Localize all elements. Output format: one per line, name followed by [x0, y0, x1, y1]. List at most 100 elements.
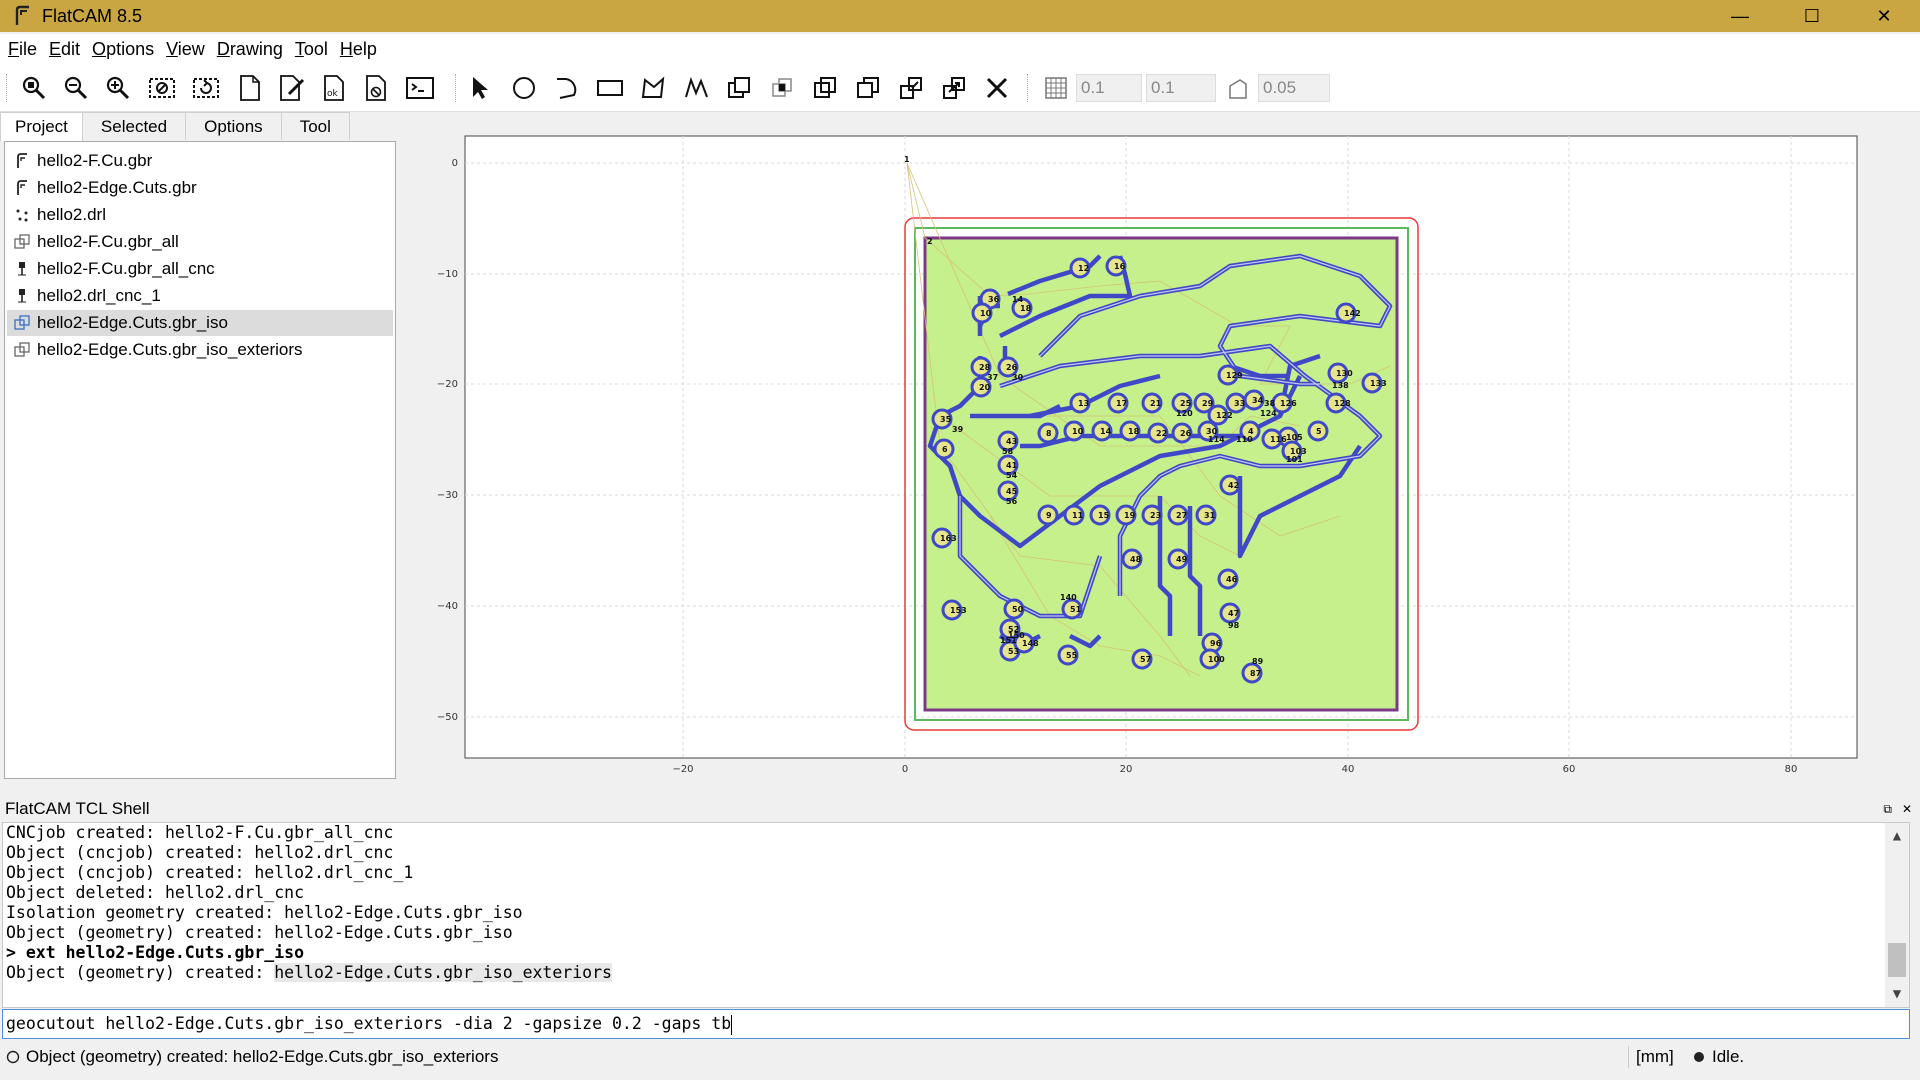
plot-canvas[interactable]: −20 0 20 40 60 80 0 −10 −20 −30 −40 −50 [400, 116, 1920, 788]
tab-tool[interactable]: Tool [280, 112, 350, 140]
menu-options[interactable]: Options [92, 39, 155, 59]
maximize-button[interactable]: ☐ [1803, 5, 1821, 26]
replot-icon [193, 78, 219, 98]
snap-max-input[interactable]: 0.05 [1258, 74, 1330, 102]
pad [1241, 662, 1263, 684]
union-tool-button[interactable] [723, 72, 755, 104]
move-tool-button[interactable] [938, 72, 970, 104]
drill-label: 53 [1008, 647, 1019, 656]
update-geometry-button[interactable]: ok [318, 72, 350, 104]
shell-button[interactable] [404, 72, 436, 104]
drill-label: 116 [1270, 435, 1287, 444]
zoom-out-icon [64, 76, 88, 100]
drill-label: 120 [1176, 409, 1193, 418]
project-item[interactable]: hello2.drl [7, 202, 393, 228]
drill-label: 28 [979, 363, 991, 372]
project-item[interactable]: hello2-F.Cu.gbr_all [7, 229, 393, 255]
tab-options[interactable]: Options [185, 112, 282, 140]
edit-geometry-button[interactable] [276, 72, 308, 104]
drill-label: 4 [1248, 427, 1254, 436]
project-item-label: hello2-Edge.Cuts.gbr [37, 178, 197, 197]
project-item-label: hello2-Edge.Cuts.gbr_iso [37, 313, 228, 332]
zoom-out-button[interactable] [60, 72, 92, 104]
scroll-thumb[interactable] [1888, 943, 1906, 977]
pad [1217, 568, 1239, 590]
zoom-in-icon [106, 76, 130, 100]
delete-object-button[interactable] [360, 72, 392, 104]
shell-scrollbar[interactable]: ▲ ▼ [1885, 823, 1909, 1007]
scroll-up-icon[interactable]: ▲ [1892, 828, 1902, 844]
copy-tool-button[interactable] [895, 72, 927, 104]
menu-help[interactable]: Help [339, 39, 377, 59]
grid-snap-button[interactable] [1040, 72, 1072, 104]
drill-label: 153 [950, 606, 967, 615]
pad [1011, 297, 1033, 319]
menu-file[interactable]: File [8, 39, 38, 59]
pad [1199, 648, 1221, 670]
grid-y-input[interactable]: 0.1 [1146, 74, 1216, 102]
tab-selected[interactable]: Selected [81, 112, 187, 140]
replot-button[interactable] [190, 72, 222, 104]
delete-shape-button[interactable] [981, 72, 1013, 104]
drill-label: 14 [1100, 427, 1112, 436]
close-shell-button[interactable]: ✕ [1901, 801, 1912, 816]
log-line: CNCjob created: hello2-F.Cu.gbr_all_cnc [6, 823, 394, 842]
intersection-tool-button[interactable] [766, 72, 798, 104]
snap-max-button[interactable] [1222, 72, 1254, 104]
clear-plot-button[interactable] [146, 72, 178, 104]
drill-label: 133 [1370, 379, 1387, 388]
activity-dot-icon [1694, 1052, 1704, 1062]
cutout-outline [904, 217, 1419, 731]
tab-project[interactable]: Project [0, 112, 83, 141]
project-item[interactable]: hello2-Edge.Cuts.gbr [7, 175, 393, 201]
circle-tool-button[interactable] [508, 72, 540, 104]
menu-drawing[interactable]: Drawing [216, 39, 283, 59]
drill-label: 150 [1008, 631, 1025, 640]
drill-label: 17 [1116, 399, 1127, 408]
project-item[interactable]: hello2.drl_cnc_1 [7, 283, 393, 309]
project-item-selected[interactable]: hello2-Edge.Cuts.gbr_iso [7, 310, 393, 336]
drill-label: 27 [1176, 511, 1187, 520]
drill-label: 163 [940, 534, 957, 543]
grid-x-input[interactable]: 0.1 [1076, 74, 1142, 102]
zoom-fit-icon [22, 76, 46, 100]
drill-icon [13, 206, 31, 224]
path-tool-button[interactable] [680, 72, 712, 104]
tcl-command-input[interactable]: geocutout hello2-Edge.Cuts.gbr_iso_exter… [2, 1009, 1910, 1039]
log-line: Object (geometry) created: hello2-Edge.C… [6, 923, 513, 942]
project-item[interactable]: hello2-F.Cu.gbr_all_cnc [7, 256, 393, 282]
select-tool-button[interactable] [464, 72, 496, 104]
new-geometry-button[interactable] [234, 72, 266, 104]
close-window-button[interactable]: ✕ [1876, 5, 1892, 26]
zoom-in-button[interactable] [102, 72, 134, 104]
pad [1171, 422, 1193, 444]
cut-tool-button[interactable] [852, 72, 884, 104]
drill-label: 30 [1012, 373, 1024, 382]
polygon-tool-button[interactable] [637, 72, 669, 104]
zoom-fit-button[interactable] [18, 72, 50, 104]
rectangle-tool-button[interactable] [594, 72, 626, 104]
scroll-down-icon[interactable]: ▼ [1892, 986, 1902, 1002]
menu-view[interactable]: View [166, 39, 205, 59]
drill-label: 43 [1006, 437, 1017, 446]
drill-label: 138 [1332, 381, 1349, 390]
subtract-tool-button[interactable] [809, 72, 841, 104]
pads [931, 255, 1383, 684]
pad [941, 599, 963, 621]
project-item[interactable]: hello2-Edge.Cuts.gbr_iso_exteriors [7, 337, 393, 363]
project-item[interactable]: hello2-F.Cu.gbr [7, 148, 393, 174]
drill-label: 5 [1316, 427, 1322, 436]
drill-label: 15 [1098, 511, 1110, 520]
plot-area[interactable]: −20 0 20 40 60 80 0 −10 −20 −30 −40 −50 [400, 116, 1920, 788]
arc-tool-button[interactable] [551, 72, 583, 104]
drill-label: 1 [904, 155, 910, 164]
float-dock-button[interactable]: ⧉ [1883, 801, 1892, 816]
minimize-button[interactable]: — [1731, 5, 1749, 26]
menu-tool[interactable]: Tool [294, 39, 328, 59]
pad [1281, 440, 1303, 462]
menu-edit[interactable]: Edit [49, 39, 81, 59]
pad [1037, 422, 1059, 444]
pad [1037, 504, 1059, 526]
tcl-shell-output[interactable]: CNCjob created: hello2-F.Cu.gbr_all_cnc … [2, 822, 1910, 1008]
